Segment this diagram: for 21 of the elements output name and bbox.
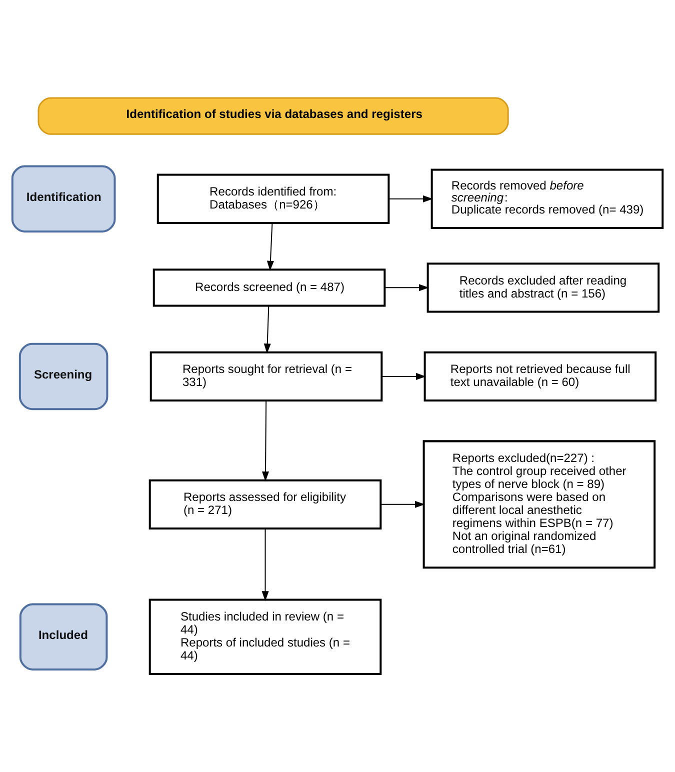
node-box: Records removed before screening: Duplicate records removed (n= 439) [430, 168, 664, 229]
node-box: Records identified from: Databases（n=926） [156, 174, 390, 224]
arrow [388, 195, 434, 202]
arrow [266, 223, 274, 271]
node-box: Screening [18, 342, 108, 410]
arrow [380, 500, 426, 508]
node-box: Reports sought for retrieval (n = 331) [150, 351, 383, 402]
node-box: Records excluded after reading titles and abstract (n = 156) [426, 262, 660, 313]
node-box: Studies included in review (n = 44) Reports of included studies (n = 44) [148, 598, 382, 675]
node-box: Identification [11, 165, 116, 232]
arrow [262, 528, 269, 602]
arrow [382, 372, 426, 380]
arrow [264, 306, 271, 354]
node-box: Reports not retrieved because full text unavailable (n = 60) [424, 351, 657, 402]
node-box: Reports excluded(n=227) : The control group received other types of nerve block (n = 89) Comparisons were based on different local anesthetic regimens within ESPB(n = 77) Not an original randomized controlled trial (n=61) [422, 440, 656, 569]
node-box: Reports assessed for eligibility (n = 271) [148, 479, 382, 530]
node-box: Included [19, 603, 108, 670]
arrow [262, 400, 270, 482]
node-box: Identification of studies via databases and registers [38, 97, 509, 135]
arrow [384, 284, 430, 292]
node-box: Records screened (n = 487) [152, 268, 386, 307]
